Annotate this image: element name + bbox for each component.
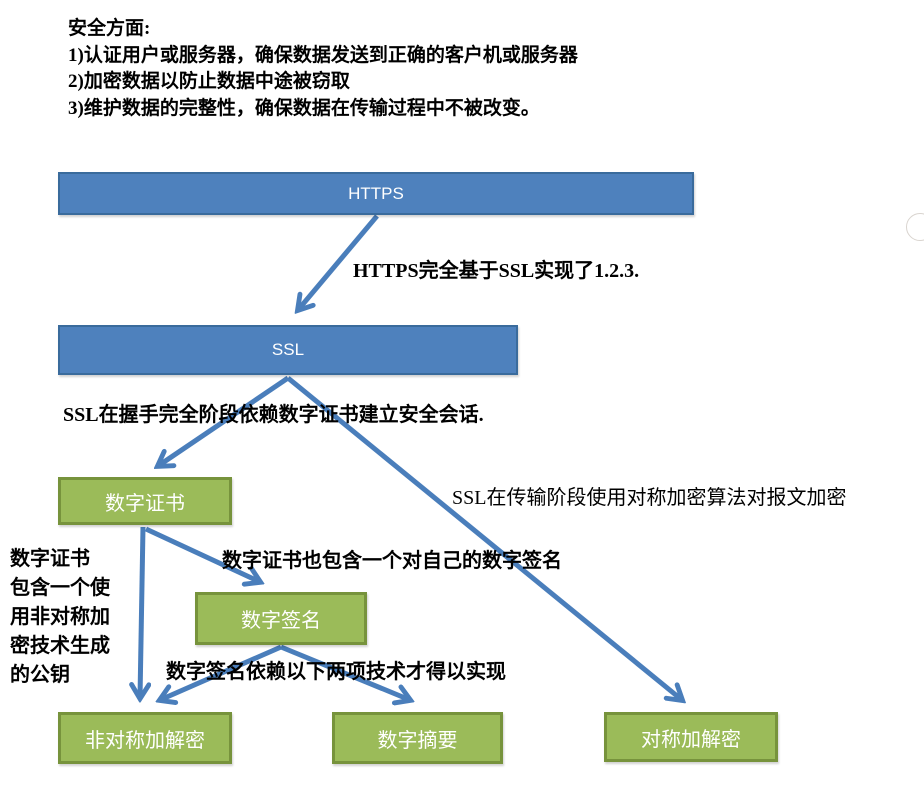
node-digital-signature-label: 数字签名 bbox=[241, 610, 321, 632]
node-digital-digest-label: 数字摘要 bbox=[377, 729, 458, 752]
arrow-cert-to-asym bbox=[140, 526, 143, 698]
annotation-signature-dependencies: 数字签名依赖以下两项技术才得以实现 bbox=[166, 661, 506, 683]
node-symmetric-encryption-label: 对称加解密 bbox=[641, 728, 741, 751]
annotation-cert-public-key: 数字证书 包含一个使 用非对称加 密技术生成 的公钥 bbox=[10, 548, 110, 686]
node-https: HTTPS bbox=[58, 172, 694, 215]
edge-circle-artifact bbox=[906, 213, 924, 241]
intro-item-2: 2)加密数据以防止数据中途被窃取 bbox=[68, 71, 350, 92]
annotation-cert-contains-signature: 数字证书也包含一个对自己的数字签名 bbox=[222, 550, 562, 572]
node-digital-certificate-label: 数字证书 bbox=[105, 492, 185, 515]
intro-title: 安全方面: bbox=[68, 18, 151, 39]
annotation-ssl-transport: SSL在传输阶段使用对称加密算法对报文加密 bbox=[452, 487, 847, 509]
node-symmetric-encryption: 对称加解密 bbox=[604, 712, 778, 762]
node-digital-signature: 数字签名 bbox=[195, 592, 367, 645]
node-https-label: HTTPS bbox=[348, 183, 404, 203]
node-asymmetric-encryption: 非对称加解密 bbox=[58, 712, 232, 764]
annotation-https-based-on-ssl: HTTPS完全基于SSL实现了1.2.3. bbox=[353, 260, 640, 282]
node-ssl-label: SSL bbox=[271, 340, 305, 359]
node-digital-digest: 数字摘要 bbox=[332, 712, 503, 764]
intro-text-block: 安全方面: 1)认证用户或服务器，确保数据发送到正确的客户机或服务器 2)加密数… bbox=[68, 16, 578, 122]
node-digital-certificate: 数字证书 bbox=[58, 477, 232, 525]
intro-item-3: 3)维护数据的完整性，确保数据在传输过程中不被改变。 bbox=[68, 97, 540, 119]
annotation-ssl-handshake: SSL在握手完全阶段依赖数字证书建立安全会话. bbox=[63, 404, 484, 426]
intro-item-1: 1)认证用户或服务器，确保数据发送到正确的客户机或服务器 bbox=[68, 44, 578, 66]
node-asymmetric-encryption-label: 非对称加解密 bbox=[85, 729, 205, 752]
node-ssl: SSL bbox=[58, 325, 518, 375]
